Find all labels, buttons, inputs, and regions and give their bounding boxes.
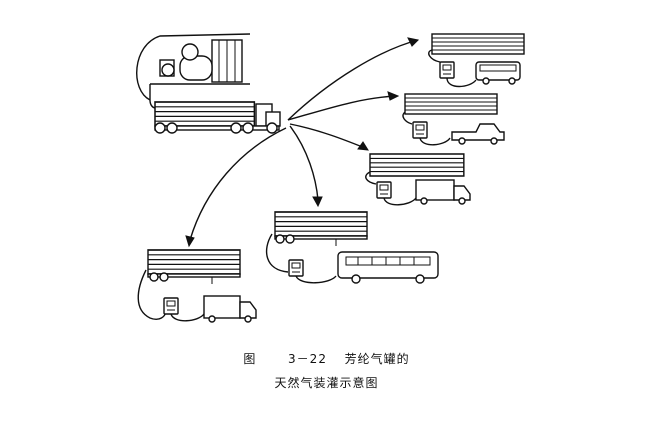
station-box-truck-left — [137, 249, 257, 323]
box-truck-icon — [203, 295, 257, 323]
gas-station-icon — [136, 33, 251, 109]
box-truck-icon — [415, 179, 471, 205]
caption-line-1: 图 3－22 芳纶气罐的 — [0, 350, 653, 367]
station-pickup — [402, 93, 505, 146]
tube-trailer-icon — [154, 101, 281, 134]
dispenser-icon — [412, 121, 428, 139]
distribution-arrows — [185, 37, 420, 248]
dispenser-icon — [288, 259, 304, 277]
dispenser-icon — [163, 297, 179, 315]
dispenser-icon — [376, 181, 392, 199]
figure-title-part-2: 天然气装灌示意图 — [274, 376, 379, 390]
figure-number: 3－22 — [288, 352, 327, 366]
station-bus-large — [265, 211, 439, 284]
dispenser-icon — [439, 61, 455, 79]
bus-icon — [475, 61, 521, 85]
station-bus-small — [428, 33, 525, 88]
pickup-truck-icon — [451, 123, 505, 145]
bus-icon — [337, 251, 439, 284]
station-box-truck-right — [365, 153, 471, 206]
figure-title-part-1: 芳纶气罐的 — [344, 352, 410, 366]
caption-line-2: 天然气装灌示意图 — [0, 374, 653, 391]
figure-label: 图 — [243, 352, 257, 366]
